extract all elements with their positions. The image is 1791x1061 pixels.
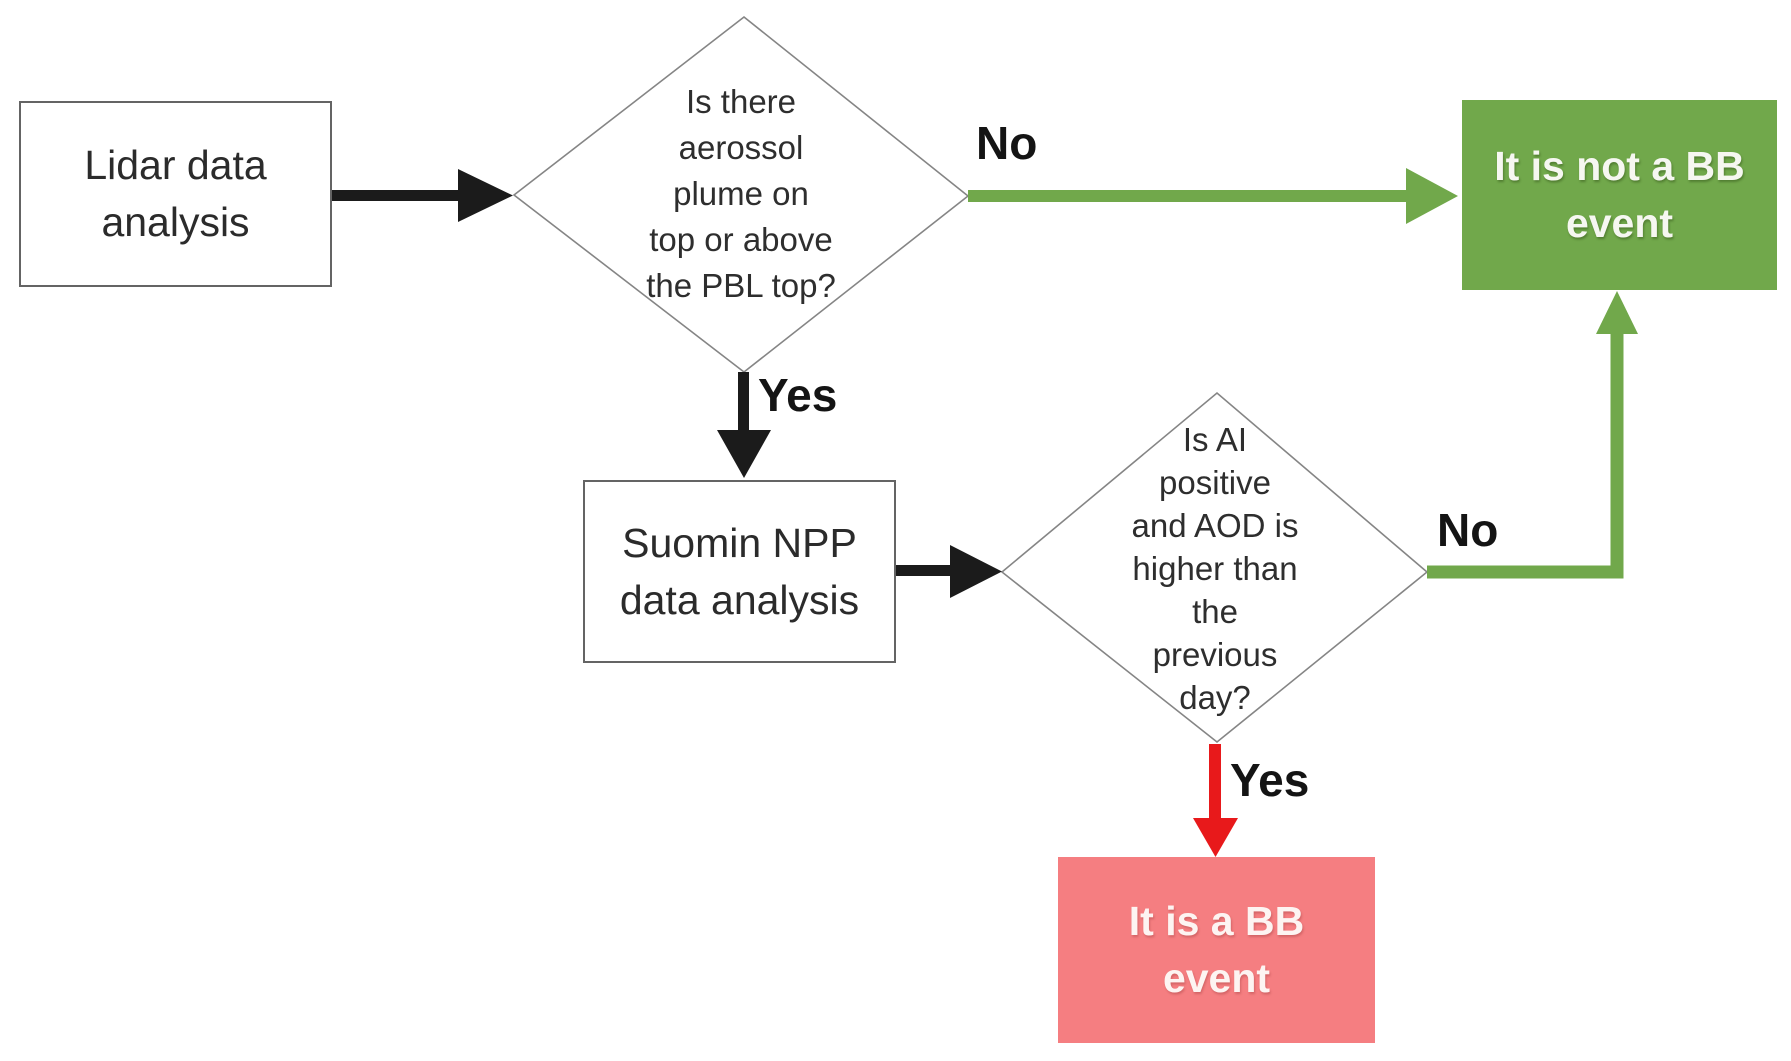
edge-label-yes-decision1: Yes [758,369,838,421]
decision-line: top or above [649,221,833,258]
node-label: It is not a BB event [1494,142,1745,246]
arrow-suomin-to-decision2 [896,545,1002,598]
decision-line: the [1192,592,1238,630]
decision-line: Is AI [1182,420,1248,458]
decision-line: Is there [685,83,797,120]
node-not-bb-event: It is not a BB event [1462,100,1777,290]
node-label: It is a BB event [1128,897,1305,1001]
yes-arrow-decision1-to-suomin [717,372,771,478]
no-arrow-decision2-to-notbb [1427,291,1638,579]
node-label: Suomin NPP data analysis [619,519,860,623]
arrow-lidar-to-decision1 [332,169,513,222]
decision-line: higher than [1132,549,1298,587]
decision2-ai-aod-question: Is AI positive and AOD is higher than th… [1085,408,1345,728]
decision-line: aerossol [678,129,804,166]
node-label: Lidar data analysis [84,142,267,245]
decision-line: positive [1159,463,1271,501]
no-arrow-decision1-to-notbb [968,168,1458,224]
edge-label-no-decision1: No [976,117,1038,169]
node-suomin-npp-data-analysis: Suomin NPP data analysis [583,480,896,663]
edge-label-yes-decision2: Yes [1230,754,1310,806]
decision-line: plume on [673,175,809,212]
edge-label-no-decision2: No [1437,504,1499,556]
decision-line: day? [1179,678,1251,716]
decision1-aerosol-plume-question: Is there aerossol plume on top or above … [581,78,901,310]
yes-arrow-decision2-to-isbb [1193,744,1238,857]
decision-line: previous [1152,635,1278,673]
node-is-bb-event: It is a BB event [1058,857,1375,1043]
decision-line: the PBL top? [646,267,836,304]
decision-line: and AOD is [1131,506,1299,544]
node-lidar-data-analysis: Lidar data analysis [19,101,332,287]
